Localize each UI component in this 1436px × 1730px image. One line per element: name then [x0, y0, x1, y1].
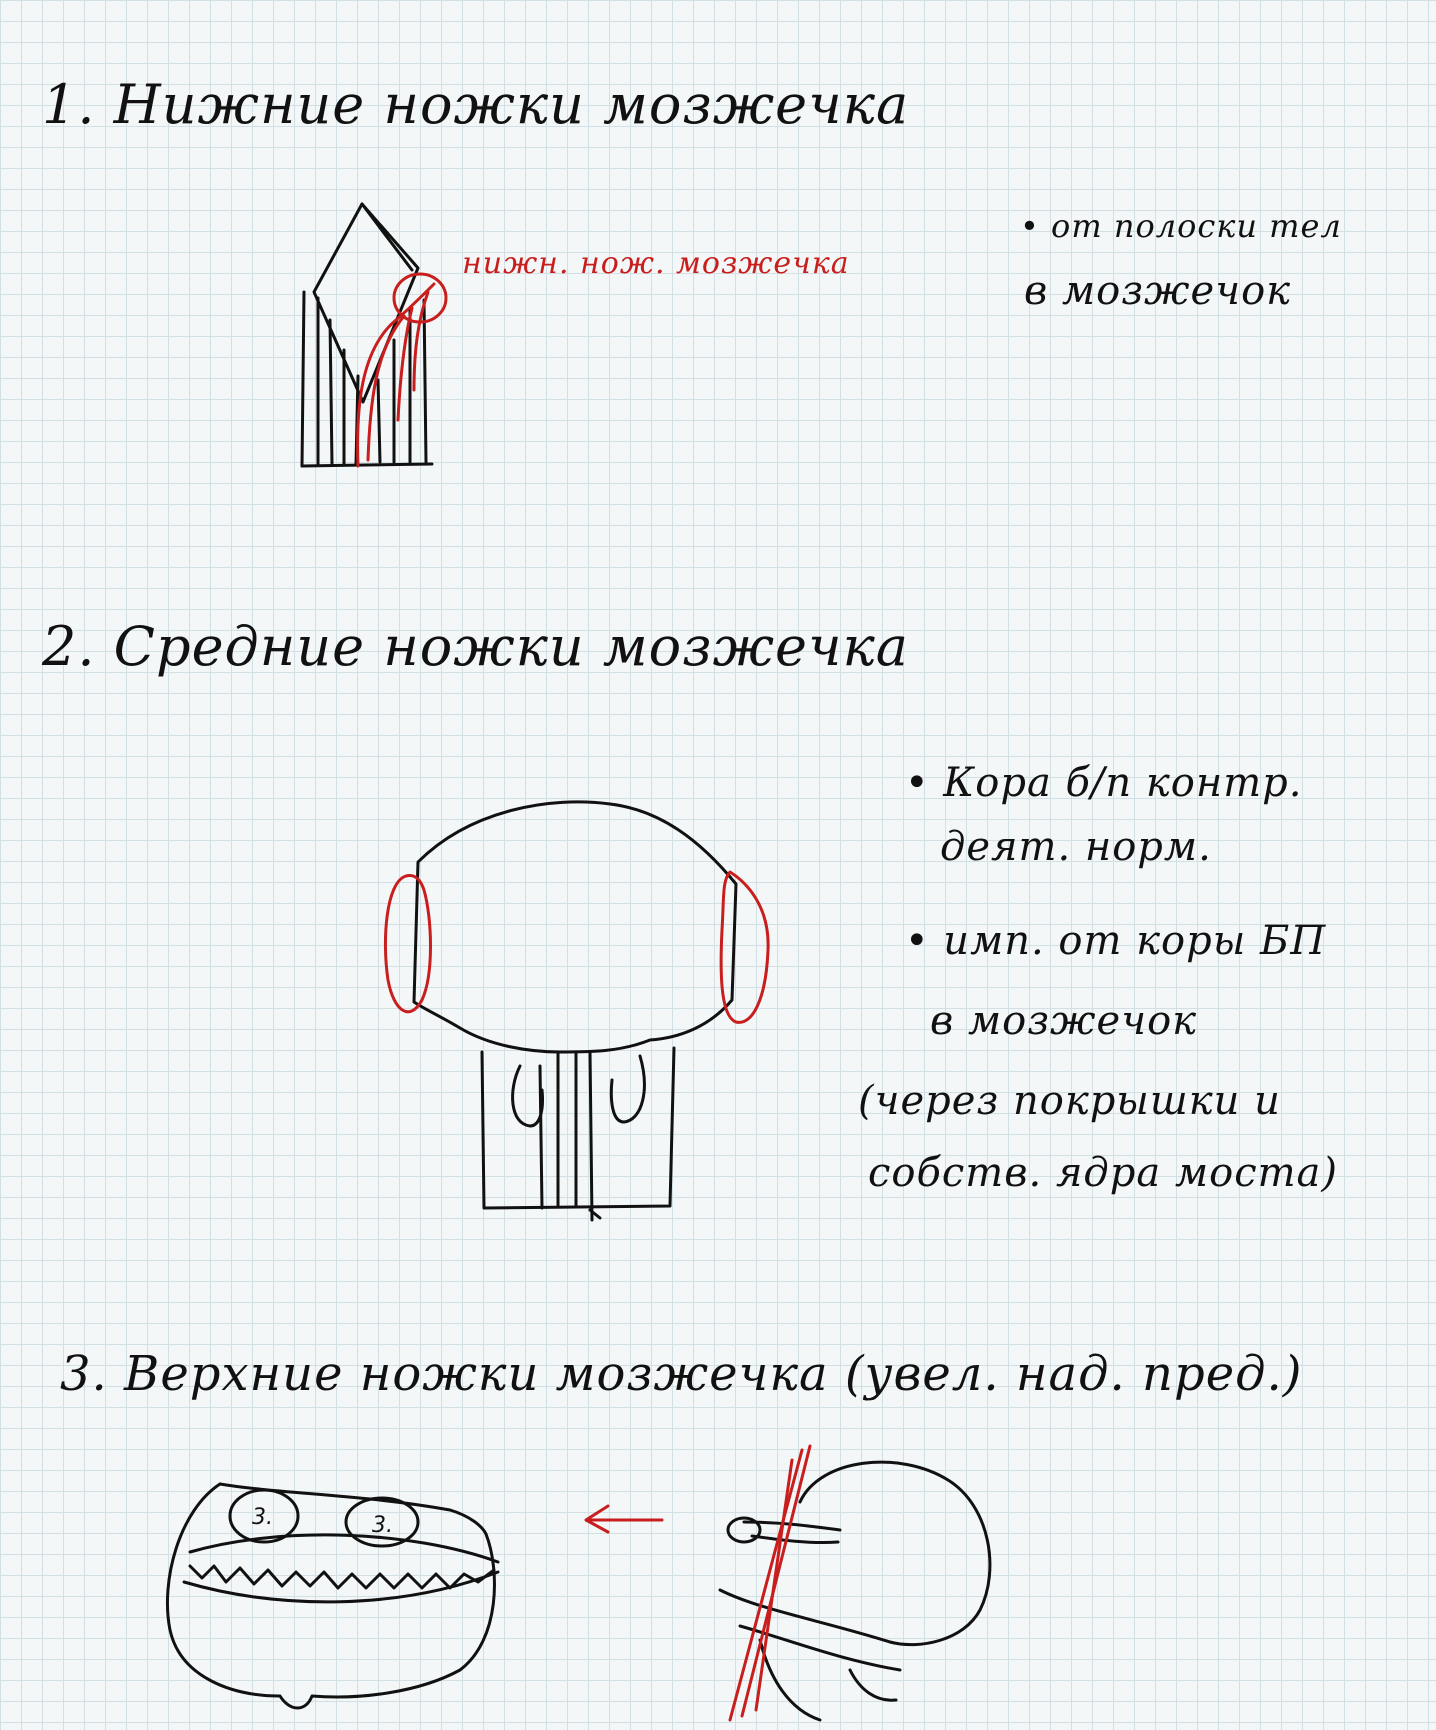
section-3-sagittal-sketch: [718, 1444, 992, 1722]
diamond-outline: [312, 202, 420, 404]
section-1-diagram: [300, 202, 448, 468]
section-2-note-line-4: в мозжечок: [930, 998, 1198, 1044]
section-1-note-line-2: в мозжечок: [1024, 268, 1292, 314]
left-middle-peduncle: [383, 874, 432, 1014]
peduncle-label-right: 3.: [372, 1513, 393, 1538]
section-2-note-line-1: • Кора б/п контр.: [905, 760, 1303, 806]
inferior-peduncle-tract: [356, 282, 436, 468]
section-3-cross-section: 3. 3.: [166, 1482, 500, 1710]
cross-section-outline: [166, 1482, 496, 1710]
section-2-note-line-5: (через покрышки и: [858, 1078, 1281, 1124]
peduncle-label-left: 3.: [252, 1505, 273, 1530]
superior-peduncle-right: [344, 1496, 420, 1548]
section-2-note-line-3: • имп. от коры БП: [905, 918, 1327, 964]
strike-line-3: [754, 1458, 794, 1712]
section-2-note-line-6: собств. ядра моста): [868, 1150, 1338, 1196]
section-1-heading: 1. Нижние ножки мозжечка: [42, 73, 910, 136]
superior-peduncle-left: [228, 1488, 300, 1544]
section-2-diagram: [383, 800, 770, 1222]
section-1-note-line-1: • от полоски тел: [1020, 207, 1342, 245]
strike-line-1: [728, 1448, 804, 1722]
right-middle-peduncle: [719, 870, 770, 1024]
red-arrow-icon: [584, 1504, 664, 1534]
section-3-heading: 3. Верхние ножки мозжечка (увел. над. пр…: [60, 1346, 1303, 1402]
inferior-peduncle-label: нижн. нож. мозжечка: [462, 246, 850, 281]
cerebellum-sagittal: [798, 1460, 992, 1647]
peduncle-circle: [392, 272, 448, 324]
section-2-note-line-2: деят. норм.: [940, 824, 1212, 870]
cerebellum-outline: [412, 800, 738, 1054]
section-2-heading: 2. Средние ножки мозжечка: [42, 615, 909, 678]
